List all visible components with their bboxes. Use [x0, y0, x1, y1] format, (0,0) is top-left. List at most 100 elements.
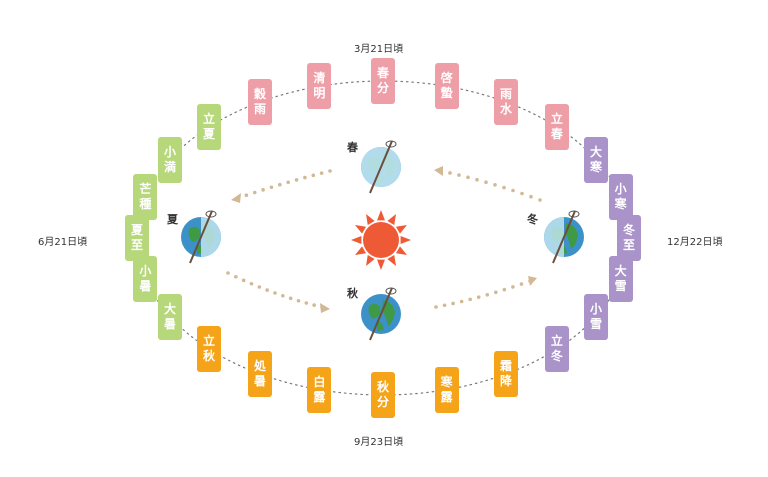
earth-land	[377, 321, 384, 331]
arrow-dot	[288, 296, 293, 301]
earth-land	[368, 303, 381, 319]
arrow-dot	[493, 183, 497, 187]
arrow-dot	[511, 188, 515, 193]
arrow-dot	[244, 193, 249, 198]
direction-arrow	[231, 169, 332, 203]
season-label-winter: 冬	[527, 213, 538, 226]
solar-term-label: 春 分	[371, 58, 395, 104]
solar-term-label: 大 寒	[584, 136, 609, 183]
arrow-head	[231, 193, 241, 203]
earth-daylight	[201, 217, 221, 257]
solar-term-label: 寒 露	[434, 366, 459, 413]
arrow-head	[528, 276, 537, 286]
season-label-summer: 夏	[167, 213, 178, 226]
sun-ray	[355, 225, 367, 234]
arrow-dot	[484, 180, 488, 184]
arrow-dot	[286, 180, 290, 185]
earth-daylight	[544, 217, 564, 257]
earth-autumn	[361, 287, 401, 341]
date-label-spring-equinox: 3月21日頃	[354, 44, 404, 55]
arrow-dot	[529, 194, 533, 199]
arrow-dot	[485, 293, 490, 297]
solar-term-label: 立 春	[544, 103, 569, 150]
arrow-dot	[476, 295, 481, 299]
earth-spring	[361, 140, 401, 194]
earth-summer	[181, 210, 221, 264]
arrow-dot	[249, 281, 254, 286]
earth-land	[188, 226, 201, 242]
direction-arrow	[434, 276, 537, 309]
arrow-dot	[475, 177, 479, 182]
arrow-dot	[294, 178, 299, 182]
earth-winter	[544, 210, 584, 264]
date-label-autumn-equinox: 9月23日頃	[354, 437, 404, 448]
earth-rotation-icon	[385, 140, 397, 148]
arrow-dot	[451, 301, 455, 306]
solar-term-label: 大 雪	[608, 255, 633, 302]
sun-ray	[395, 246, 407, 255]
sun-ray	[377, 259, 385, 270]
direction-arrow	[226, 271, 330, 313]
arrow-dot	[273, 291, 277, 295]
arrow-dot	[234, 274, 238, 279]
solar-term-label: 芒 種	[133, 174, 158, 221]
solar-term-label: 小 雪	[584, 293, 609, 340]
arrow-dot	[311, 173, 316, 178]
sun-ray	[400, 236, 411, 244]
arrow-dot	[502, 185, 506, 190]
arrow-dot	[448, 171, 452, 175]
arrow-dot	[502, 287, 507, 292]
earth-rotation-icon	[385, 287, 397, 295]
arrow-dot	[538, 198, 542, 202]
arrow-dot	[281, 293, 285, 298]
arrow-dot	[304, 301, 309, 305]
earth-axis	[552, 210, 576, 264]
arrow-dot	[328, 169, 332, 173]
solar-term-label: 立 秋	[197, 326, 222, 373]
arrow-dot	[511, 285, 515, 289]
arrow-dot	[296, 298, 301, 303]
arrow-head	[320, 303, 330, 313]
earth-positions	[181, 140, 584, 341]
arrow-head	[434, 166, 443, 176]
solar-term-label: 穀 雨	[248, 79, 272, 126]
orbit-direction-arrows	[226, 166, 542, 313]
earth-rotation-icon	[205, 210, 217, 218]
arrow-dot	[520, 191, 524, 196]
sun-ray	[387, 254, 396, 266]
solar-term-label: 小 満	[157, 136, 182, 183]
arrow-dot	[226, 271, 230, 275]
arrow-dot	[278, 182, 282, 187]
solar-term-label: 冬 至	[617, 215, 641, 261]
arrow-dot	[468, 297, 472, 302]
sun-ray	[377, 210, 385, 221]
date-label-summer-solstice: 6月21日頃	[38, 237, 88, 248]
sun-ray	[387, 214, 396, 226]
arrow-dot	[261, 188, 265, 192]
arrow-dot	[303, 175, 307, 180]
arrow-dot	[257, 285, 262, 289]
direction-arrow	[434, 166, 542, 202]
solar-term-label: 大 暑	[157, 293, 182, 340]
solar-term-label: 立 夏	[197, 103, 222, 150]
arrow-dot	[269, 185, 274, 190]
arrow-dot	[457, 173, 461, 177]
arrow-dot	[459, 299, 464, 304]
arrow-dot	[466, 175, 470, 180]
sun-ray	[366, 214, 375, 226]
arrow-dot	[494, 290, 498, 295]
arrow-dot	[252, 190, 257, 195]
solar-term-label: 立 冬	[544, 326, 569, 373]
earth-axis	[369, 140, 393, 194]
earth-axis	[369, 287, 393, 341]
solar-term-label: 霜 降	[494, 350, 518, 397]
season-label-spring: 春	[347, 141, 358, 154]
sun-ray	[355, 246, 367, 255]
solar-term-label: 秋 分	[371, 372, 395, 418]
solar-term-label: 雨 水	[494, 79, 518, 126]
arrow-dot	[265, 288, 269, 292]
solar-term-label: 夏 至	[125, 215, 149, 261]
sun-ray	[351, 236, 362, 244]
solar-term-label: 白 露	[307, 366, 332, 413]
